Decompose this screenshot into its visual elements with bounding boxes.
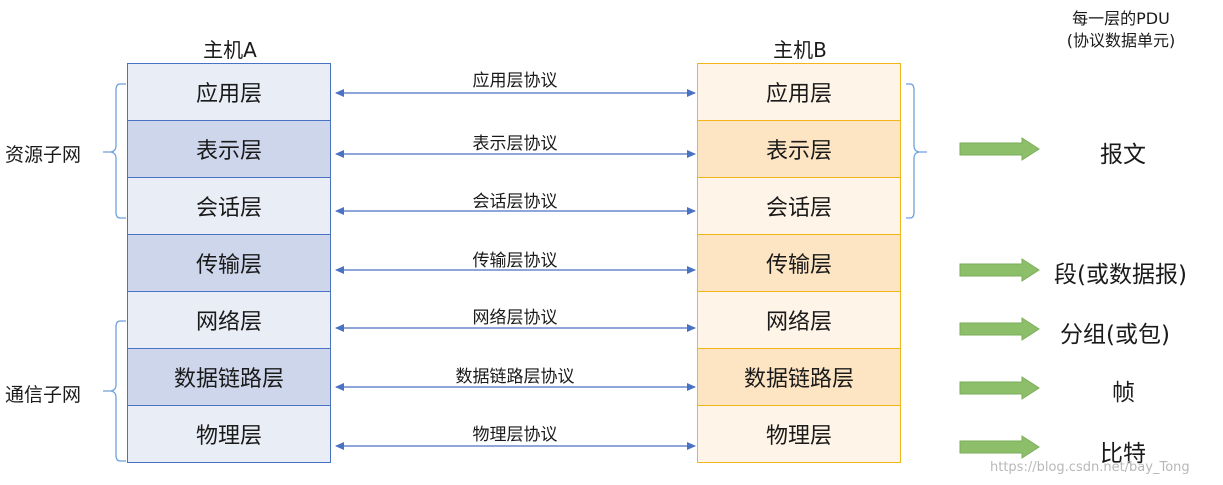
host-a-layer-application: 应用层	[127, 63, 331, 121]
comm-subnet-bracket	[103, 320, 126, 462]
host-b-upper-bracket	[906, 83, 927, 219]
pdu-label-message: 报文	[1100, 142, 1146, 168]
pdu-label-packet: 分组(或包)	[1060, 322, 1170, 348]
host-b-layer-physical: 物理层	[697, 405, 901, 463]
pdu-header: 每一层的PDU (协议数据单元)	[1046, 8, 1196, 52]
host-a-title: 主机A	[203, 38, 257, 62]
pdu-arrow-message	[959, 137, 1040, 161]
host-b-title: 主机B	[773, 38, 827, 62]
watermark: https://blog.csdn.net/bay_Tong	[990, 460, 1190, 475]
pdu-arrow-bit	[959, 435, 1040, 459]
pdu-label-bit: 比特	[1100, 441, 1146, 467]
protocol-label-presentation: 表示层协议	[472, 134, 558, 154]
protocol-label-application: 应用层协议	[472, 71, 558, 91]
pdu-arrow-frame	[959, 376, 1040, 400]
host-a-layer-physical: 物理层	[127, 405, 331, 463]
resource-subnet-label: 资源子网	[5, 144, 82, 166]
resource-subnet-bracket	[103, 83, 126, 219]
pdu-label-segment: 段(或数据报)	[1054, 262, 1187, 288]
host-a-stack: 应用层 表示层 会话层 传输层 网络层 数据链路层 物理层	[127, 63, 331, 463]
host-a-layer-presentation: 表示层	[127, 120, 331, 178]
host-b-layer-datalink: 数据链路层	[697, 348, 901, 406]
host-a-layer-network: 网络层	[127, 291, 331, 349]
protocol-label-datalink: 数据链路层协议	[455, 367, 575, 387]
host-b-layer-session: 会话层	[697, 177, 901, 235]
protocol-label-physical: 物理层协议	[472, 425, 558, 445]
pdu-header-line2: (协议数据单元)	[1066, 31, 1176, 50]
host-b-stack: 应用层 表示层 会话层 传输层 网络层 数据链路层 物理层	[697, 63, 901, 463]
protocol-label-network: 网络层协议	[472, 308, 558, 328]
pdu-arrow-segment	[959, 258, 1040, 282]
host-b-layer-network: 网络层	[697, 291, 901, 349]
host-a-layer-datalink: 数据链路层	[127, 348, 331, 406]
pdu-header-line1: 每一层的PDU	[1072, 9, 1170, 28]
pdu-arrow-packet	[959, 317, 1040, 341]
host-a-layer-transport: 传输层	[127, 234, 331, 292]
host-b-layer-transport: 传输层	[697, 234, 901, 292]
pdu-label-frame: 帧	[1112, 380, 1135, 406]
comm-subnet-label: 通信子网	[5, 384, 82, 406]
host-b-layer-presentation: 表示层	[697, 120, 901, 178]
